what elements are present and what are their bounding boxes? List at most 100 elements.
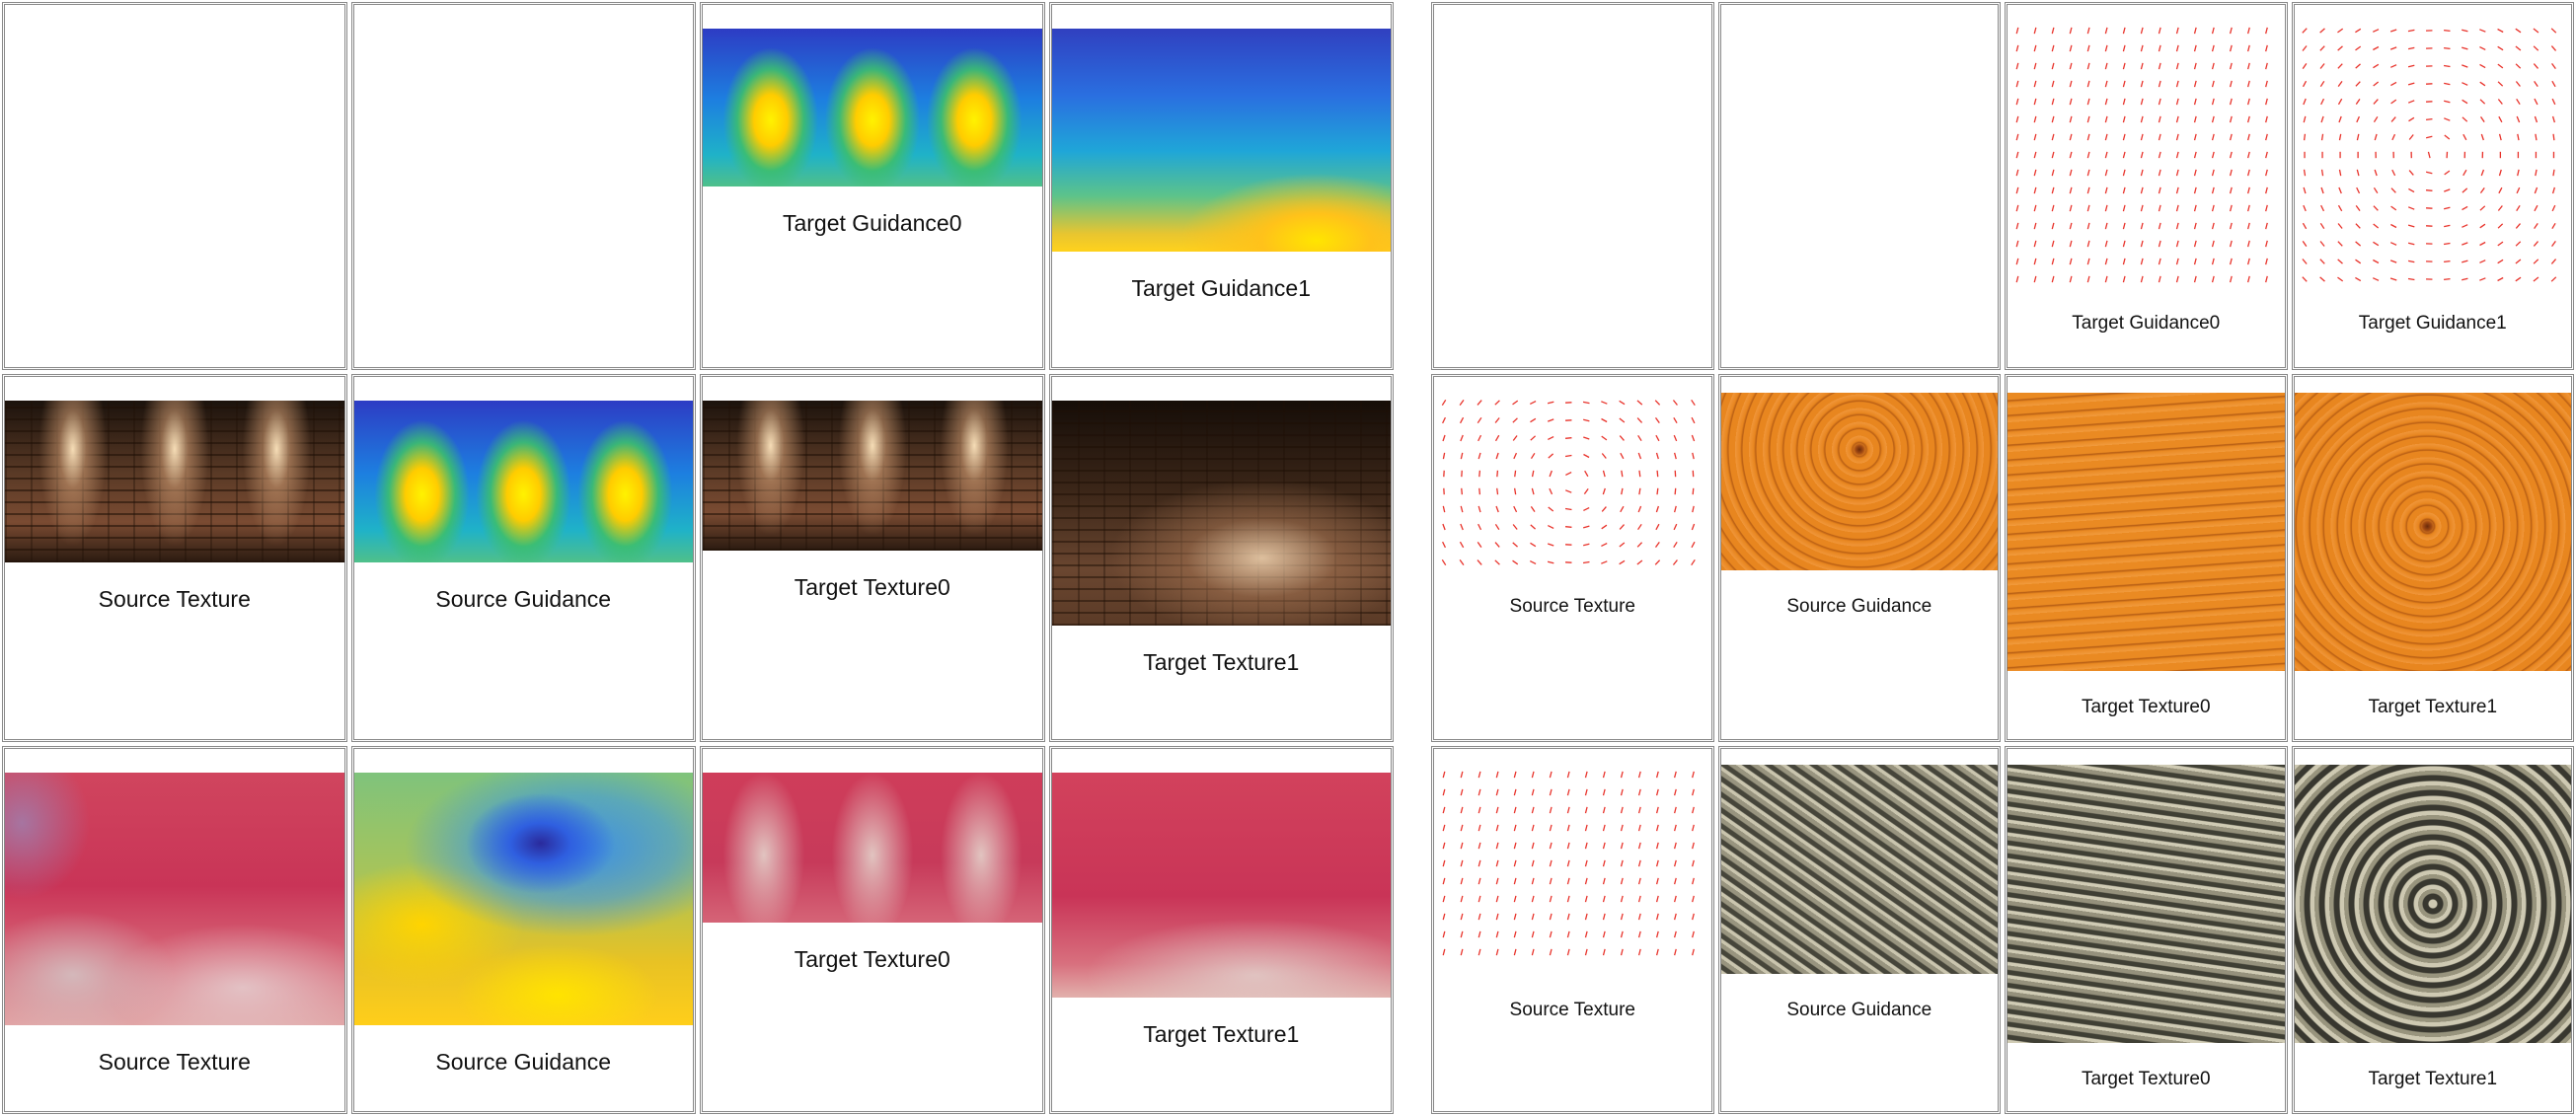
vector-glyph [1691, 399, 1696, 407]
vector-glyph [2443, 100, 2451, 104]
vector-glyph [1460, 948, 1464, 956]
vector-glyph [1514, 487, 1517, 495]
vector-glyph [2158, 115, 2161, 123]
vector-glyph [2533, 204, 2538, 212]
vector-glyph [2015, 80, 2019, 88]
vector-glyph [2051, 169, 2055, 177]
vector-glyph [1692, 842, 1695, 850]
vector-glyph [2372, 99, 2379, 105]
vector-glyph [2140, 62, 2144, 70]
vector-glyph [2175, 115, 2179, 123]
vector-glyph [2354, 81, 2361, 87]
vector-glyph [1477, 788, 1481, 796]
vector-glyph [1531, 859, 1535, 867]
vector-glyph [1531, 948, 1535, 956]
vector-glyph [1529, 401, 1537, 405]
vector-glyph [1564, 489, 1572, 493]
vector-glyph [2461, 260, 2468, 263]
vector-glyph [2354, 241, 2361, 247]
vector-glyph [2496, 45, 2503, 51]
vector-glyph [2354, 63, 2361, 69]
vector-glyph [1602, 948, 1606, 956]
vector-glyph [2033, 222, 2037, 230]
vector-glyph [1441, 399, 1447, 407]
vector-glyph [1566, 771, 1570, 779]
vector-glyph [2478, 277, 2486, 281]
vector-glyph [2158, 133, 2161, 141]
vector-glyph [2337, 115, 2342, 123]
vector-glyph [2211, 169, 2215, 177]
vector-glyph [2193, 133, 2197, 141]
vector-glyph [2551, 133, 2555, 141]
vector-glyph [2175, 44, 2179, 52]
vector-glyph [1566, 824, 1570, 832]
vector-glyph [2051, 133, 2055, 141]
vector-glyph [2373, 186, 2378, 194]
vector-glyph [1478, 470, 1481, 478]
vector-glyph [1583, 543, 1590, 547]
vector-glyph [1460, 452, 1464, 460]
vector-glyph [2229, 80, 2233, 88]
vector-glyph [2533, 28, 2538, 34]
vector-glyph [2104, 98, 2108, 106]
vector-glyph [2211, 44, 2215, 52]
vector-glyph [1529, 560, 1537, 564]
vector-glyph [1460, 523, 1464, 531]
source-guidance-image [353, 773, 693, 1025]
vector-glyph [1637, 895, 1641, 903]
vector-glyph [2069, 115, 2073, 123]
vector-glyph [2140, 169, 2144, 177]
source-guidance-image [353, 401, 693, 562]
vector-glyph [2122, 27, 2126, 35]
vector-glyph [2356, 133, 2359, 141]
cell-label: Source Texture [98, 1049, 251, 1075]
vector-glyph [2051, 258, 2055, 265]
vector-glyph [2211, 186, 2215, 194]
vector-glyph [2033, 62, 2037, 70]
vector-glyph [2086, 275, 2090, 283]
vector-glyph [2498, 133, 2502, 141]
vector-field-swirl [1441, 399, 1696, 566]
vector-glyph [2461, 64, 2468, 68]
vector-glyph [2015, 258, 2019, 265]
vector-glyph [1460, 842, 1464, 850]
vector-glyph [2229, 133, 2233, 141]
vector-glyph [1602, 806, 1606, 814]
vector-glyph [2122, 133, 2126, 141]
vector-glyph [2104, 133, 2108, 141]
vector-glyph [2550, 241, 2556, 247]
vector-glyph [2337, 98, 2342, 106]
vector-glyph [2104, 258, 2108, 265]
vector-glyph [2229, 44, 2233, 52]
vector-glyph [2104, 80, 2108, 88]
vector-glyph [1566, 913, 1570, 921]
vector-glyph [2462, 133, 2466, 141]
vector-glyph [2033, 133, 2037, 141]
vector-glyph [2462, 169, 2466, 177]
vector-glyph [1637, 806, 1641, 814]
vector-glyph [1655, 948, 1659, 956]
vector-glyph [2033, 27, 2037, 35]
vector-glyph [1530, 542, 1537, 548]
vector-glyph [2265, 44, 2268, 52]
vector-glyph [2354, 223, 2361, 229]
grid-cell-empty [1717, 2, 2001, 370]
vector-glyph [2122, 240, 2126, 248]
vector-glyph [1477, 842, 1481, 850]
vector-glyph [1477, 542, 1482, 548]
vector-glyph [2534, 186, 2538, 194]
vector-glyph [2175, 98, 2179, 106]
vector-glyph [1442, 948, 1446, 956]
vector-glyph [2193, 204, 2197, 212]
vector-glyph [2086, 186, 2090, 194]
vector-glyph [1602, 877, 1606, 885]
vector-glyph [2033, 169, 2037, 177]
vector-glyph [2461, 187, 2467, 193]
vector-glyph [1459, 541, 1465, 549]
vector-glyph [1531, 487, 1535, 495]
vector-glyph [2533, 276, 2538, 282]
vector-glyph [1531, 930, 1535, 938]
vector-glyph [2069, 186, 2073, 194]
vector-glyph [2374, 133, 2378, 141]
vector-glyph [2302, 186, 2307, 194]
